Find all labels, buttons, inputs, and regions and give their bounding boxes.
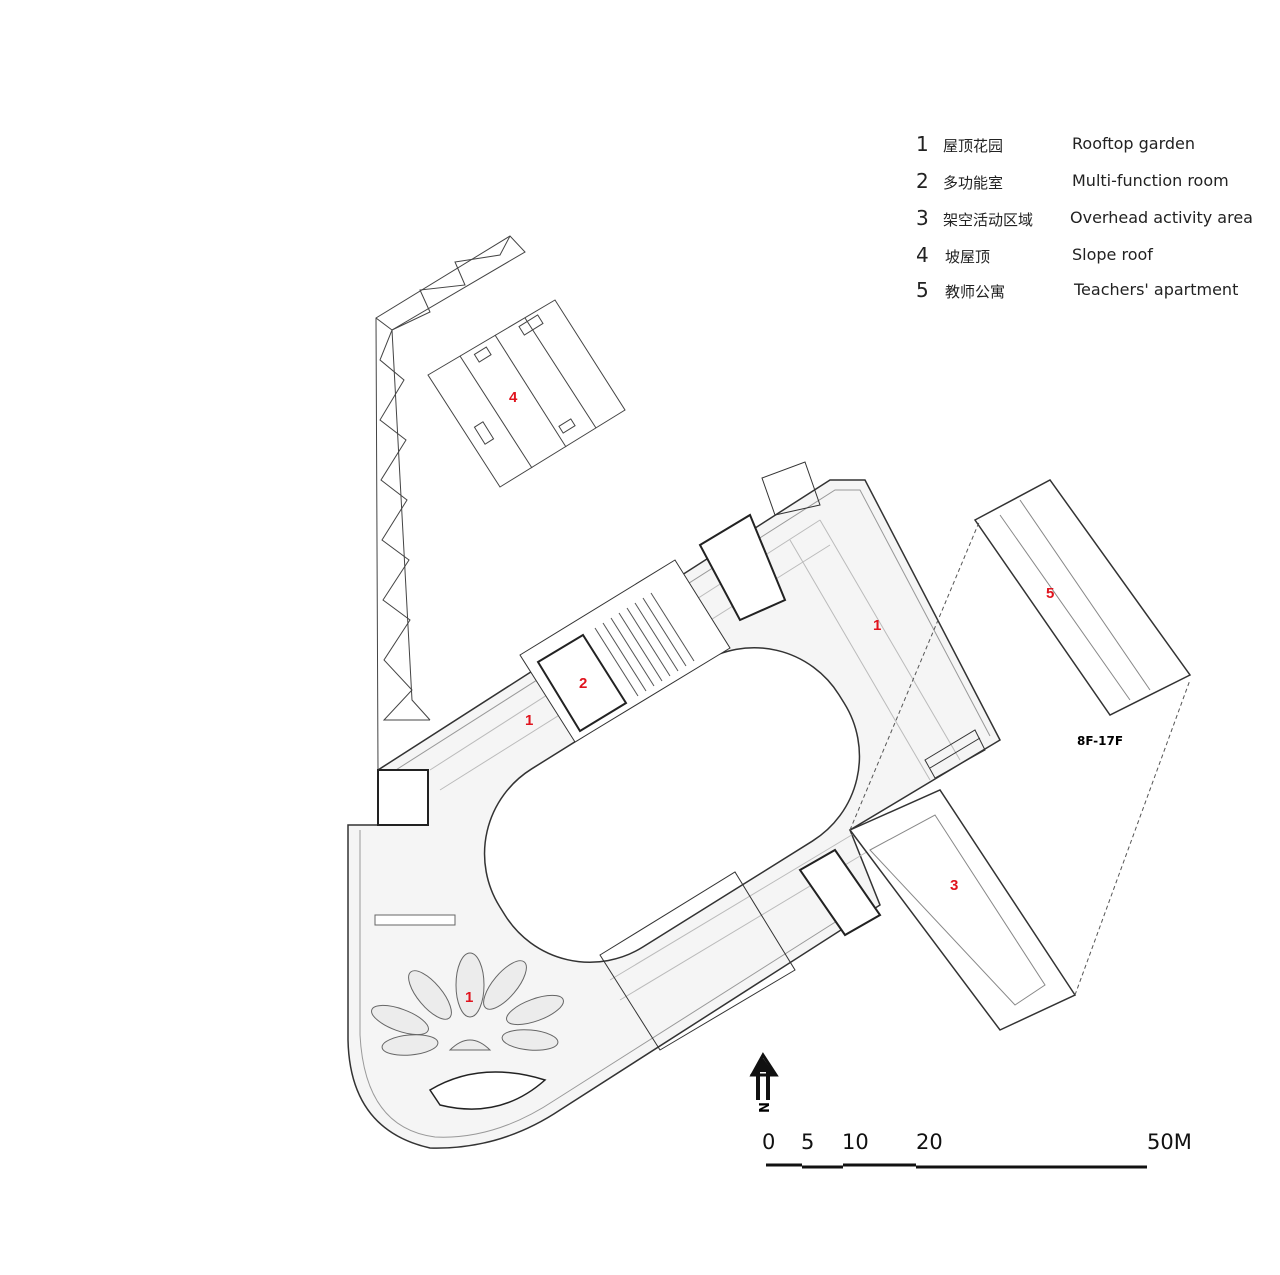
room-label-slope-roof: 4: [509, 389, 518, 406]
scale-bar: [766, 1163, 1147, 1169]
petal-garden: [371, 914, 564, 1110]
room-label-teachers-apartment: 5: [1046, 585, 1055, 602]
legend-num: 2: [916, 169, 929, 193]
scale-tick: 50M: [1147, 1130, 1192, 1154]
north-arrow-icon: [749, 1052, 779, 1100]
legend-en: Rooftop garden: [1072, 134, 1196, 153]
legend-en: Teachers' apartment: [1074, 280, 1239, 299]
room-label-rooftop-garden: 1: [525, 712, 534, 729]
legend-num: 5: [916, 278, 929, 302]
slope-roof: [427, 299, 626, 488]
room-label-rooftop-garden: 1: [873, 617, 882, 634]
overhead-activity-block: [848, 789, 1077, 1031]
legend-en: Slope roof: [1072, 245, 1153, 264]
teachers-apartment-block: [973, 479, 1192, 716]
legend-en: Overhead activity area: [1070, 208, 1253, 227]
room-label-overhead-activity: 3: [950, 877, 959, 894]
scale-tick: 5: [801, 1130, 815, 1154]
legend-zh: 架空活动区域: [943, 211, 1034, 229]
legend-en: Multi-function room: [1072, 171, 1229, 190]
legend-zh: 屋顶花园: [943, 137, 1004, 155]
scale-tick: 10: [842, 1130, 869, 1154]
north-label: N: [754, 1102, 770, 1113]
legend-zh: 坡屋顶: [945, 248, 991, 266]
truss-strip: [375, 235, 526, 771]
floor-range-label: 8F-17F: [1077, 734, 1124, 748]
room-label-multi-function: 2: [579, 675, 588, 692]
scale-tick: 20: [916, 1130, 943, 1154]
legend-num: 1: [916, 132, 929, 156]
scale-tick: 0: [762, 1130, 776, 1154]
room-label-rooftop-garden: 1: [465, 989, 474, 1006]
legend-zh: 教师公寓: [945, 283, 1006, 301]
legend-num: 4: [916, 243, 929, 267]
legend-num: 3: [916, 206, 929, 230]
legend-zh: 多功能室: [943, 174, 1004, 192]
multi-function-room: [519, 559, 731, 743]
